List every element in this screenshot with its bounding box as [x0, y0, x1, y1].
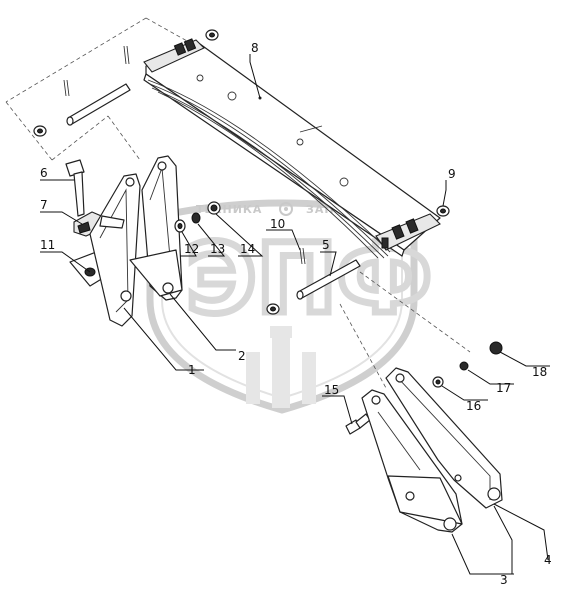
label-part-15: 15	[324, 383, 339, 397]
leader-lines	[40, 54, 550, 575]
label-part-16: 16	[466, 399, 481, 413]
label-part-1: 1	[188, 363, 196, 377]
label-part-12: 12	[184, 242, 199, 256]
gear-icon	[279, 202, 293, 216]
part-labels: 8 9 6 7 11 12 13 14 10 5 2 1 15 16 17 18…	[40, 41, 552, 587]
label-part-7: 7	[40, 198, 48, 212]
label-part-14: 14	[240, 242, 255, 256]
washer-part-9	[436, 205, 450, 217]
cotter-pin-right	[123, 45, 130, 65]
label-part-13: 13	[210, 242, 225, 256]
washer-top-right	[205, 29, 219, 41]
washer-part-16	[432, 376, 444, 388]
dashed-group-lower-right	[339, 271, 471, 389]
washer-part-13	[191, 212, 201, 224]
bolt-part-15	[345, 413, 371, 435]
washer-lower-mid	[266, 303, 280, 315]
washer-part-12	[174, 219, 186, 233]
cotter-pin-part-10	[299, 247, 306, 265]
label-part-5: 5	[322, 238, 330, 252]
label-part-3: 3	[500, 573, 508, 587]
leaf-spring-part-8	[143, 38, 441, 259]
bolt-part-6	[65, 159, 85, 217]
bracket-part-1	[89, 173, 141, 327]
cotter-pin-left	[63, 79, 70, 97]
label-part-17: 17	[496, 381, 511, 395]
bracket-part-4	[385, 367, 503, 509]
pin-part-5	[296, 259, 361, 300]
label-part-18: 18	[532, 365, 547, 379]
label-part-8: 8	[251, 41, 259, 55]
dashed-group-upper-left	[5, 17, 197, 161]
bracket-part-2	[129, 155, 183, 301]
label-part-11: 11	[40, 238, 55, 252]
pin-upper	[66, 83, 131, 126]
bracket-part-3	[361, 389, 463, 533]
wheat-icon	[246, 326, 316, 408]
nut-part-14	[207, 201, 221, 215]
washer-part-17	[459, 361, 469, 371]
label-part-10: 10	[270, 217, 285, 231]
label-part-6: 6	[40, 166, 48, 180]
watermark-text-left: ТЕХНИКА	[196, 203, 262, 216]
label-part-2: 2	[238, 349, 246, 363]
nut-part-18	[489, 341, 503, 355]
label-part-4: 4	[544, 553, 552, 567]
label-part-9: 9	[448, 167, 456, 181]
washer-upper-left	[33, 125, 47, 137]
